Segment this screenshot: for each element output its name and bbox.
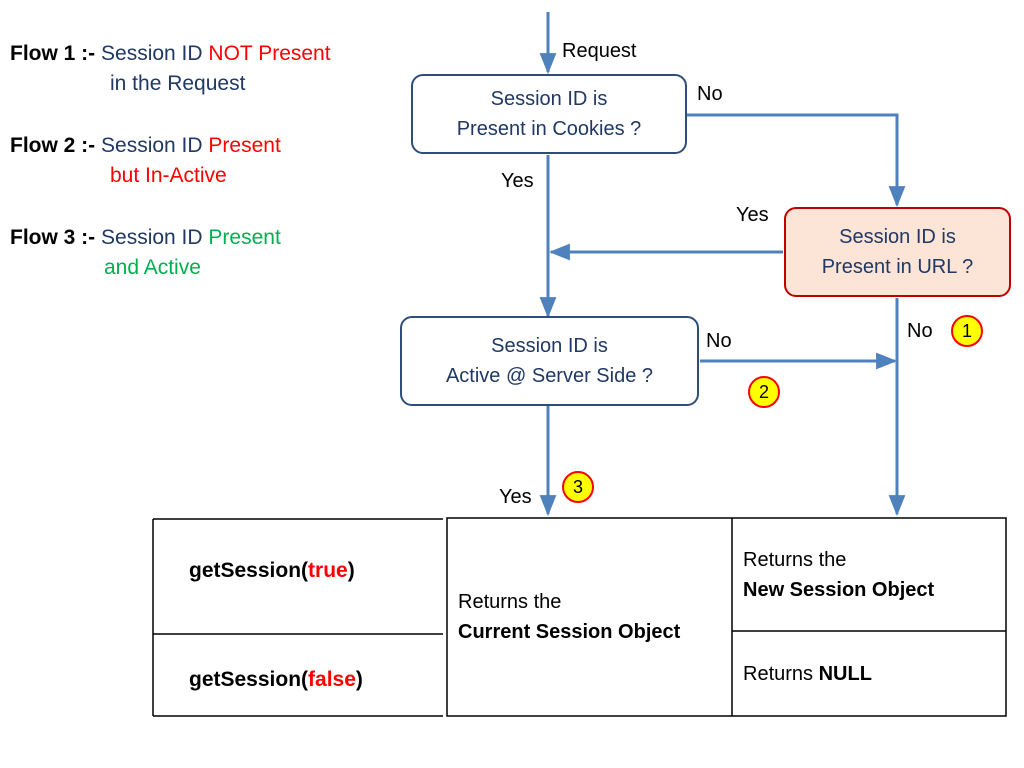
flow-2-line2: but In-Active: [110, 164, 227, 187]
returns-null-prefix: Returns: [743, 663, 819, 685]
flow-1-line2: in the Request: [110, 72, 246, 95]
current-session-line2: Current Session Object: [458, 621, 681, 643]
flow-1-text: Session ID: [101, 42, 209, 65]
flow-1-badge: 1: [951, 315, 983, 347]
flow-2-label: Flow 2 :-: [10, 134, 96, 157]
cookies-box-line1: Session ID is: [490, 88, 608, 110]
flow-3-text: Session ID: [101, 226, 209, 249]
flow-3-badge: 3: [562, 471, 594, 503]
url-box-line2: Present in URL ?: [821, 256, 974, 278]
flow-1-highlight: NOT Present: [208, 42, 331, 65]
cookies-no-arrow: [687, 113, 906, 208]
get-session-true-cell: getSession(true): [189, 556, 355, 586]
current-session-cell: Returns the Current Session Object: [458, 587, 680, 647]
get-session-true-suffix: ): [347, 559, 355, 582]
new-session-line1: Returns the: [743, 549, 847, 571]
active-box-line2: Active @ Server Side ?: [445, 365, 654, 387]
get-session-false-arg: false: [308, 668, 356, 691]
url-yes-label: Yes: [736, 204, 769, 226]
get-session-false-suffix: ): [355, 668, 363, 691]
active-no-label: No: [706, 330, 732, 352]
flow-2-legend: Flow 2 :- Session ID Present: [10, 131, 281, 161]
flow-2-badge: 2: [748, 376, 780, 408]
flow-2-text: Session ID: [101, 134, 209, 157]
new-session-cell: Returns the New Session Object: [743, 545, 934, 605]
url-no-label: No: [907, 320, 933, 342]
get-session-false-cell: getSession(false): [189, 665, 363, 695]
flow-3-label: Flow 3 :-: [10, 226, 96, 249]
get-session-false-prefix: getSession(: [189, 668, 309, 691]
flow-3-highlight: Present: [208, 226, 281, 249]
cookies-yes-label: Yes: [501, 170, 534, 192]
url-box-line1: Session ID is: [839, 226, 956, 248]
active-decision-box: Session ID is Active @ Server Side ?: [400, 316, 699, 406]
flow-3-line2: and Active: [104, 256, 201, 279]
flow-1-label: Flow 1 :-: [10, 42, 96, 65]
new-session-line2: New Session Object: [743, 579, 935, 601]
flow-2-highlight: Present: [208, 134, 281, 157]
get-session-true-prefix: getSession(: [189, 559, 309, 582]
flow-1-legend: Flow 1 :- Session ID NOT Present: [10, 39, 331, 69]
url-decision-box: Session ID is Present in URL ?: [784, 207, 1011, 297]
flow-3-legend: Flow 3 :- Session ID Present: [10, 223, 281, 253]
active-box-line1: Session ID is: [491, 335, 608, 357]
current-session-line1: Returns the: [458, 591, 562, 613]
cookies-decision-box: Session ID is Present in Cookies ?: [411, 74, 687, 154]
cookies-no-label: No: [697, 83, 723, 105]
active-yes-label: Yes: [499, 486, 532, 508]
request-label: Request: [562, 40, 637, 62]
get-session-true-arg: true: [308, 559, 348, 582]
cookies-box-line2: Present in Cookies ?: [456, 118, 642, 140]
returns-null-cell: Returns NULL: [743, 659, 872, 689]
returns-null-value: NULL: [818, 663, 872, 685]
